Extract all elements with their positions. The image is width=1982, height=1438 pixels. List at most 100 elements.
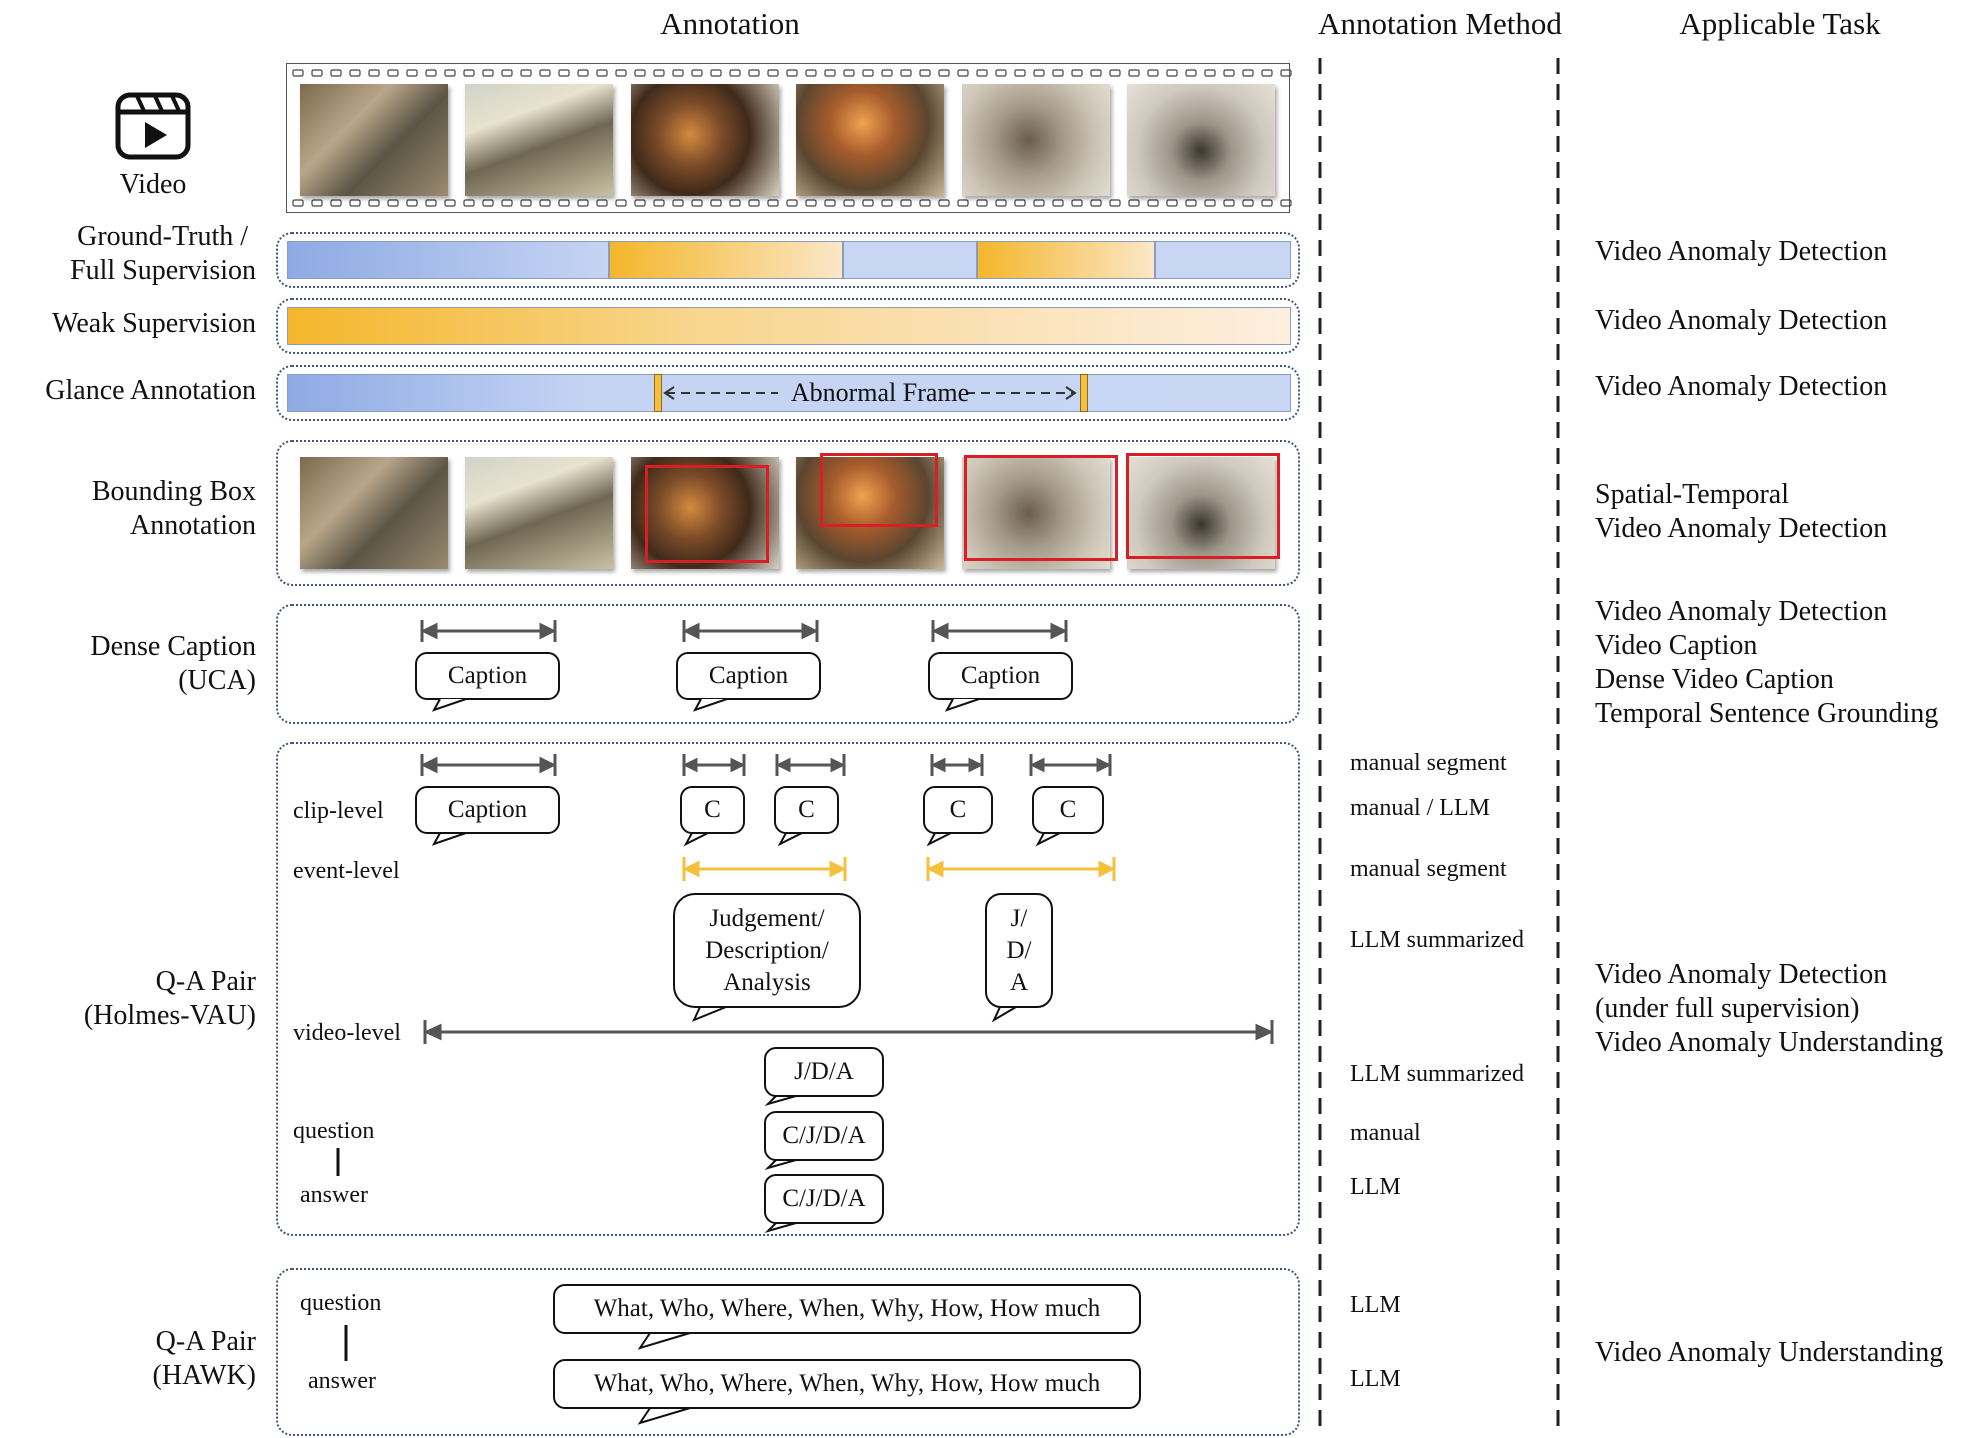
method-6: manual bbox=[1350, 1120, 1421, 1146]
sprocket-hole bbox=[1071, 69, 1083, 77]
task-dense-caption: Video Anomaly Detection Video Caption De… bbox=[1595, 595, 1938, 731]
dense-caption-panel bbox=[276, 604, 1300, 724]
method-7: LLM bbox=[1350, 1174, 1401, 1200]
event-bubble-jda-line1: J/ bbox=[1010, 905, 1028, 932]
weak-supervision-bar bbox=[287, 307, 1291, 345]
ground-truth-bar bbox=[287, 241, 1291, 279]
sprocket-hole bbox=[539, 69, 551, 77]
sprocket-hole bbox=[558, 69, 570, 77]
video-frame-3 bbox=[631, 84, 779, 196]
hawk-question-bubble: What, Who, Where, When, Why, How, How mu… bbox=[553, 1284, 1141, 1334]
holmes-label: Q-A Pair (Holmes-VAU) bbox=[20, 965, 256, 1033]
sprocket-hole bbox=[1261, 199, 1273, 207]
dense-caption-bubble-1: Caption bbox=[415, 652, 560, 700]
sprocket-hole bbox=[330, 69, 342, 77]
method-4: LLM summarized bbox=[1350, 927, 1524, 953]
sprocket-hole bbox=[387, 199, 399, 207]
sprocket-hole bbox=[368, 199, 380, 207]
task-dense-line1: Video Anomaly Detection bbox=[1595, 596, 1888, 627]
task-holmes: Video Anomaly Detection (under full supe… bbox=[1595, 958, 1943, 1060]
sprocket-hole bbox=[1014, 69, 1026, 77]
sprocket-hole bbox=[1052, 69, 1064, 77]
task-bbox-line2: Video Anomaly Detection bbox=[1595, 513, 1888, 544]
sprocket-hole bbox=[1223, 69, 1235, 77]
hawk-label-line2: (HAWK) bbox=[152, 1360, 257, 1391]
sprocket-hole bbox=[881, 199, 893, 207]
task-hawk: Video Anomaly Understanding bbox=[1595, 1337, 1944, 1368]
video-frame-2 bbox=[465, 84, 613, 196]
sprocket-hole bbox=[900, 69, 912, 77]
video-level-bubble: J/D/A bbox=[764, 1047, 884, 1097]
task-glance: Video Anomaly Detection bbox=[1595, 371, 1888, 402]
sprocket-hole bbox=[463, 199, 475, 207]
holmes-answer-bubble: C/J/D/A bbox=[764, 1174, 884, 1224]
glance-marker-start bbox=[654, 374, 662, 412]
event-bubble-line3: Analysis bbox=[723, 969, 811, 996]
sprocket-hole bbox=[672, 199, 684, 207]
sprocket-hole bbox=[1185, 69, 1197, 77]
sprocket-hole bbox=[805, 199, 817, 207]
ground-truth-label-line2: Full Supervision bbox=[70, 255, 256, 286]
sprocket-hole bbox=[368, 69, 380, 77]
sprocket-hole bbox=[938, 199, 950, 207]
gt-abnormal-segment-1 bbox=[609, 241, 843, 279]
hawk-answer-label: answer bbox=[308, 1368, 376, 1394]
sprocket-hole bbox=[1147, 69, 1159, 77]
sprocket-hole bbox=[520, 69, 532, 77]
sprocket-hole bbox=[767, 69, 779, 77]
sprocket-hole bbox=[691, 69, 703, 77]
dense-caption-label-line2: (UCA) bbox=[178, 665, 256, 696]
clip-caption-bubble: Caption bbox=[415, 786, 560, 834]
sprocket-hole bbox=[957, 199, 969, 207]
dense-caption-bubble-3: Caption bbox=[928, 652, 1073, 700]
sprocket-hole bbox=[672, 69, 684, 77]
sprocket-hole bbox=[577, 69, 589, 77]
holmes-label-line1: Q-A Pair bbox=[155, 966, 256, 997]
clip-c-bubble-4: C bbox=[1032, 786, 1104, 834]
sprocket-hole bbox=[748, 199, 760, 207]
holmes-answer-bubble-text: C/J/D/A bbox=[782, 1185, 866, 1212]
method-2: manual / LLM bbox=[1350, 795, 1490, 821]
sprocket-hole bbox=[482, 69, 494, 77]
sprocket-hole bbox=[995, 69, 1007, 77]
sprocket-hole bbox=[444, 199, 456, 207]
sprocket-hole bbox=[596, 199, 608, 207]
sprocket-hole bbox=[843, 69, 855, 77]
gt-abnormal-segment-2 bbox=[977, 241, 1155, 279]
sprocket-hole bbox=[1204, 69, 1216, 77]
sprocket-hole bbox=[824, 69, 836, 77]
sprocket-hole bbox=[1261, 69, 1273, 77]
glance-arrow bbox=[663, 386, 1077, 400]
sprocket-hole bbox=[1090, 199, 1102, 207]
sprocket-hole bbox=[539, 199, 551, 207]
task-holmes-line2: (under full supervision) bbox=[1595, 993, 1860, 1024]
video-level-label: video-level bbox=[293, 1020, 401, 1046]
hawk-question-bubble-text: What, Who, Where, When, Why, How, How mu… bbox=[593, 1295, 1101, 1322]
sprocket-hole bbox=[444, 69, 456, 77]
event-bubble-jda: J/ D/ A bbox=[985, 893, 1053, 1008]
sprocket-hole bbox=[786, 69, 798, 77]
holmes-label-line2: (Holmes-VAU) bbox=[83, 1000, 256, 1031]
sprocket-hole bbox=[862, 199, 874, 207]
hawk-panel bbox=[276, 1268, 1300, 1436]
sprocket-hole bbox=[1147, 199, 1159, 207]
gt-normal-segment-2 bbox=[843, 241, 977, 279]
bbox-red-box-5 bbox=[964, 455, 1118, 561]
sprocket-hole bbox=[1033, 69, 1045, 77]
sprocket-hole bbox=[596, 69, 608, 77]
sprocket-hole bbox=[1280, 69, 1292, 77]
dense-caption-text-3: Caption bbox=[960, 662, 1041, 689]
method-9: LLM bbox=[1350, 1366, 1401, 1392]
dense-caption-label-line1: Dense Caption bbox=[90, 631, 256, 662]
sprocket-hole bbox=[729, 69, 741, 77]
task-ground-truth: Video Anomaly Detection bbox=[1595, 236, 1888, 267]
sprocket-hole bbox=[710, 199, 722, 207]
holmes-answer-label: answer bbox=[300, 1182, 368, 1208]
event-bubble-jda-line2: D/ bbox=[1006, 937, 1032, 964]
sprocket-hole bbox=[824, 199, 836, 207]
event-bubble-judgement: Judgement/ Description/ Analysis bbox=[673, 893, 861, 1008]
clip-c-bubble-2: C bbox=[774, 786, 839, 834]
sprocket-hole bbox=[786, 199, 798, 207]
